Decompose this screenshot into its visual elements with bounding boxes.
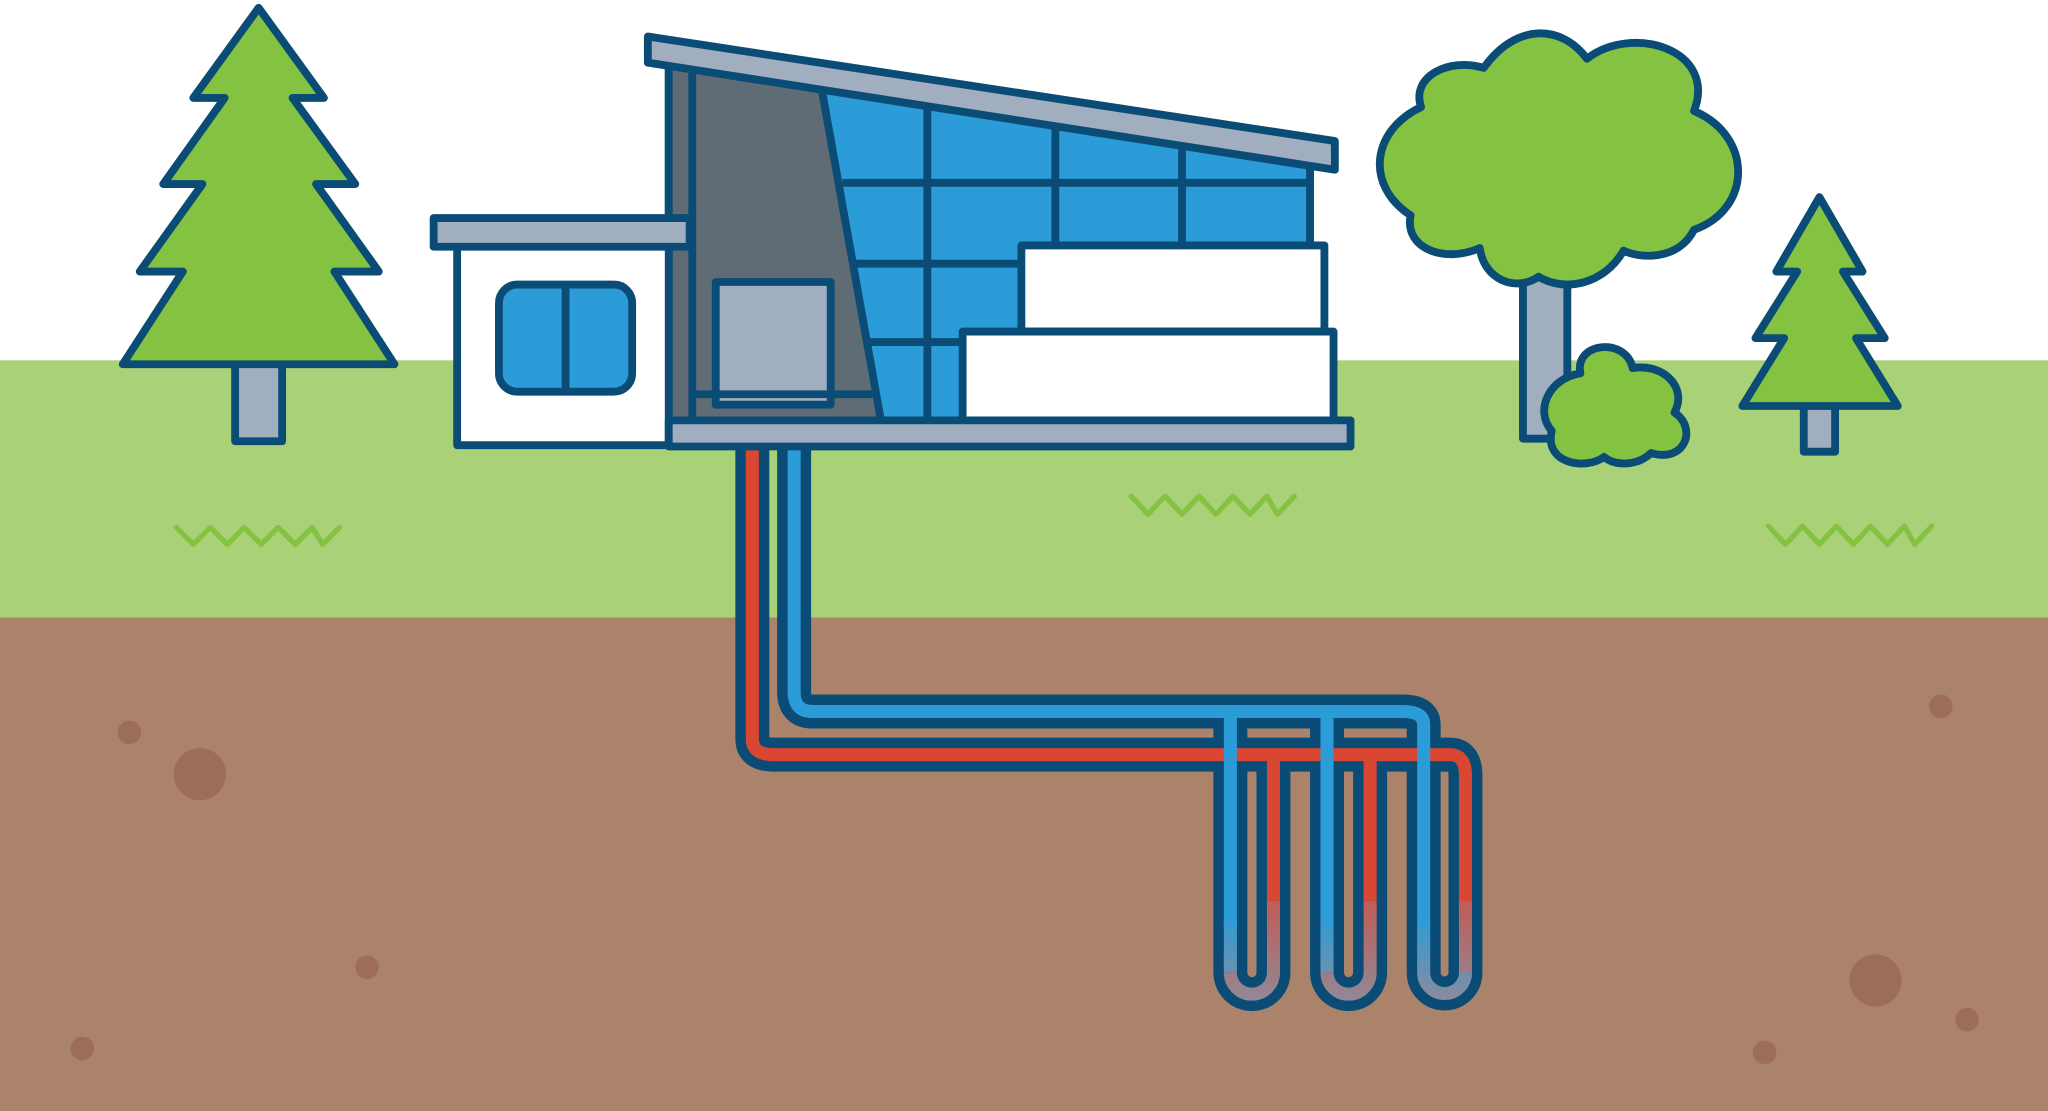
house-icon xyxy=(429,32,1355,451)
pine-tree-icon xyxy=(118,3,399,446)
ground-loop-icon xyxy=(735,443,1483,1012)
soil-pebbles xyxy=(70,694,1979,1065)
soil xyxy=(0,617,2048,1111)
pine-tree-icon xyxy=(1738,193,1902,456)
grass-tufts xyxy=(173,493,1935,548)
bush-icon xyxy=(1540,343,1691,468)
